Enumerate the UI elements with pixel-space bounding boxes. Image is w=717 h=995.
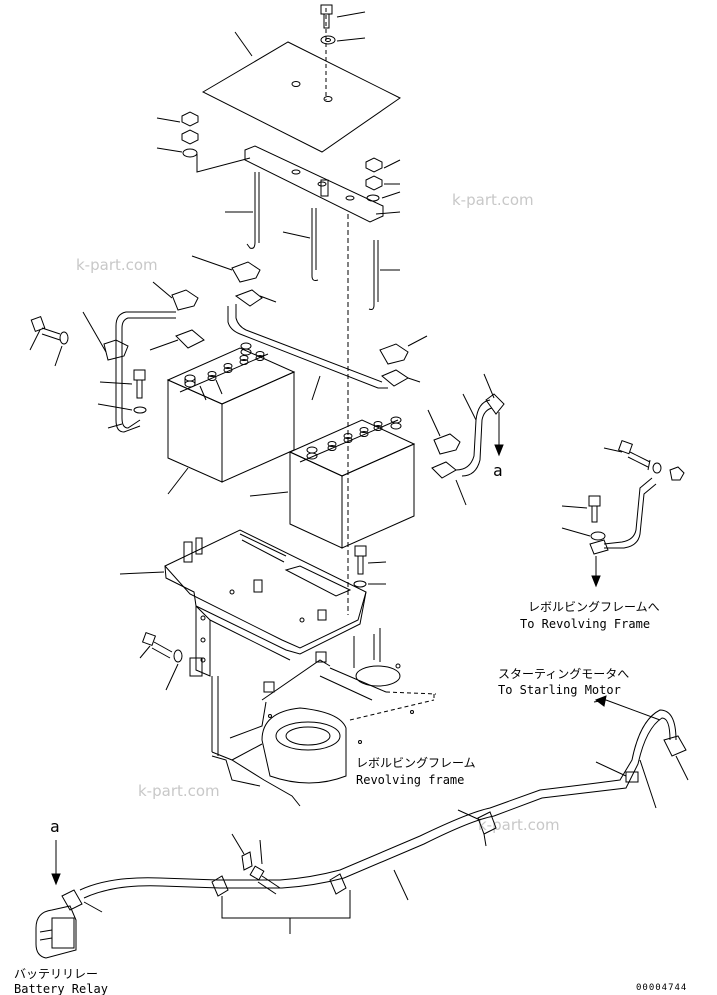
battery-cover [201,8,401,153]
tray-bolt-left [139,631,183,691]
revolving-frame-jp: レボルビングフレーム [356,756,476,770]
battery-relay: a バッテリリレー Battery Relay [14,817,108,995]
to-starting-motor-en: To Starling Motor [498,683,621,697]
reference-a-lower: a [50,817,60,836]
positive-cable: a [455,373,505,480]
battery-2-caps [299,416,402,463]
inter-battery-cable [227,304,388,401]
terminal-caps [152,255,461,455]
revolving-frame-en: Revolving frame [356,773,464,787]
stud-bolt [97,369,147,414]
hold-down-nuts-left [156,111,251,173]
frame-ground-cable: レボルビングフレームへ To Revolving Frame [520,439,685,631]
battery-relay-en: Battery Relay [14,982,108,995]
hold-down-nuts-right [365,157,401,215]
to-revolving-frame-jp: レボルビングフレームへ [528,600,660,614]
ground-cable [82,311,176,433]
watermark: k-part.com [452,191,534,209]
hook-bolts [225,172,400,310]
watermark: k-part.com [138,782,220,800]
starting-motor-cable: スターティングモータへ To Starling Motor [61,667,689,934]
top-bolt [320,4,366,45]
battery-2 [249,416,416,549]
to-starting-motor-jp: スターティングモータへ [498,667,629,681]
watermark: k-part.com [76,256,158,274]
to-revolving-frame-en: To Revolving Frame [520,617,650,631]
tray-bolt [353,545,387,588]
hold-down-bar [244,145,384,615]
tray-bracket [189,604,291,756]
battery-1 [166,342,296,495]
battery-relay-jp: バッテリリレー [14,967,98,981]
battery-1-caps [179,342,269,401]
reference-a-upper: a [493,461,503,480]
drawing-number: 00004744 [636,983,687,993]
terminal-clamps [149,289,467,506]
watermark: k-part.com [478,816,560,834]
battery-tray [119,529,367,655]
revolving-frame: レボルビングフレーム Revolving frame [211,628,476,807]
frame-bolt-left [29,316,69,367]
